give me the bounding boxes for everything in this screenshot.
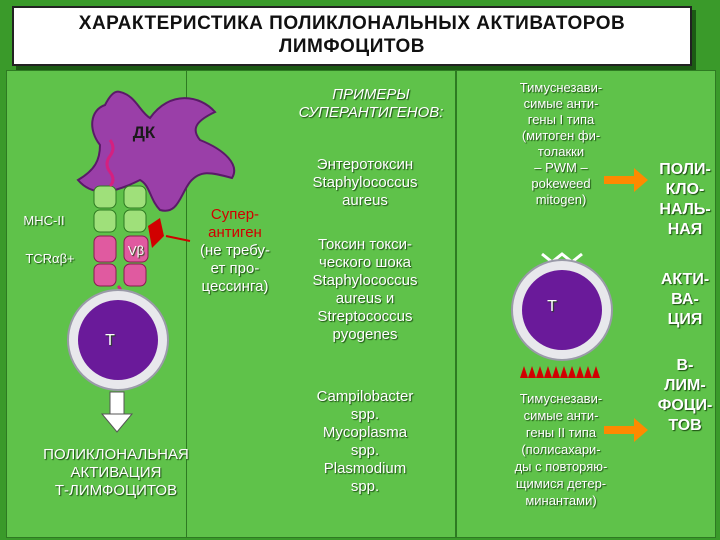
polysaccharide-antigen xyxy=(520,366,600,378)
type1-line-6: – PWM – xyxy=(534,160,588,175)
toxic-shock-line-2: ческого шока xyxy=(319,254,411,271)
side1-line-3: НАЛЬ- xyxy=(659,201,711,218)
activation-line-3: Т-ЛИМФОЦИТОВ xyxy=(54,482,178,499)
type1-antigens: Тимуснезави- симые анти- гены I типа (ми… xyxy=(494,80,628,208)
mhc-molecule-right-lower xyxy=(123,209,147,233)
arrow-type2-icon xyxy=(604,418,648,442)
dc-label: ДК xyxy=(132,123,156,142)
examples-heading-line-2: СУПЕРАНТИГЕНОВ: xyxy=(298,104,444,121)
example-enterotoxin: Энтеротоксин Staphylococcus aureus xyxy=(290,156,440,210)
t-cell-nucleus xyxy=(78,300,158,380)
t-cell-label: T xyxy=(105,332,115,349)
type2-line-2: симые анти- xyxy=(523,408,599,423)
superantigen-molecule xyxy=(148,218,164,248)
type2-line-5: ды с повторяю- xyxy=(514,459,608,474)
superantigen-line-3: (не требу- xyxy=(200,242,270,259)
type1-line-5: толакки xyxy=(537,144,585,159)
tcr-alpha-lower xyxy=(93,263,117,287)
side2-line-3: ЦИЯ xyxy=(667,311,703,328)
superantigen-line-4: ет про- xyxy=(210,260,260,277)
page-title: ХАРАКТЕРИСТИКА ПОЛИКЛОНАЛЬНЫХ АКТИВАТОРО… xyxy=(14,12,690,58)
type1-line-2: симые анти- xyxy=(523,96,599,111)
mhc-molecule-left xyxy=(93,185,117,209)
side1-line-1: ПОЛИ- xyxy=(659,161,711,178)
type2-line-7: минантами) xyxy=(525,493,597,508)
superantigen-pointer xyxy=(165,235,191,242)
mhc-molecule-left-lower xyxy=(93,209,117,233)
example-others: Campilobacter spp. Mycoplasma spp. Plasm… xyxy=(290,388,440,496)
superantigen-line-1: Супер- xyxy=(210,206,260,223)
examples-heading-line-1: ПРИМЕРЫ xyxy=(332,86,410,103)
examples-heading: ПРИМЕРЫ СУПЕРАНТИГЕНОВ: xyxy=(276,86,466,122)
enterotoxin-line-2: Staphylococcus xyxy=(312,174,418,191)
toxic-shock-line-5: Streptococcus xyxy=(317,308,413,325)
type1-line-1: Тимуснезави- xyxy=(519,80,603,95)
right-t-cell-label: T xyxy=(547,298,557,315)
type1-line-4: (митоген фи- xyxy=(521,128,601,143)
type2-line-3: гены II типа xyxy=(525,425,597,440)
toxic-shock-line-4: aureus и xyxy=(335,290,395,307)
side1-line-4: НАЯ xyxy=(667,221,703,238)
activation-arrow-head xyxy=(100,413,134,433)
side3-line-2: ЛИМ- xyxy=(664,377,706,394)
title-line-1: ХАРАКТЕРИСТИКА ПОЛИКЛОНАЛЬНЫХ АКТИВАТОРО… xyxy=(78,13,626,34)
side3-line-1: В- xyxy=(676,357,694,374)
type1-line-8: mitogen) xyxy=(535,192,587,207)
side3-line-4: ТОВ xyxy=(668,417,702,434)
vb-label: Vβ xyxy=(127,243,145,258)
others-line-2: spp. xyxy=(350,406,380,423)
title-box: ХАРАКТЕРИСТИКА ПОЛИКЛОНАЛЬНЫХ АКТИВАТОРО… xyxy=(12,6,692,66)
type2-line-6: щимися детер- xyxy=(515,476,607,491)
superantigen-line-2: антиген xyxy=(208,224,262,241)
toxic-shock-line-3: Staphylococcus xyxy=(312,272,418,289)
type1-line-3: гены I типа xyxy=(527,112,595,127)
membrane-anchor-top xyxy=(105,139,115,188)
type2-antigens: Тимуснезави- симые анти- гены II типа (п… xyxy=(494,390,628,509)
type2-line-4: (полисахари- xyxy=(521,442,601,457)
tcr-beta-lower xyxy=(123,263,147,287)
type2-line-1: Тимуснезави- xyxy=(519,391,603,406)
tcr-alpha-chain xyxy=(93,235,117,263)
activation-text: ПОЛИКЛОНАЛЬНАЯ АКТИВАЦИЯ Т-ЛИМФОЦИТОВ xyxy=(16,446,216,500)
arrow-type1-icon xyxy=(604,168,648,192)
activation-arrow-shaft xyxy=(109,391,125,415)
others-line-1: Campilobacter xyxy=(316,388,414,405)
toxic-shock-line-1: Токсин токси- xyxy=(317,236,413,253)
others-line-5: Plasmodium xyxy=(323,460,407,477)
toxic-shock-line-6: pyogenes xyxy=(332,326,398,343)
tcr-label: TCRαβ+ xyxy=(25,251,75,266)
receptor-top xyxy=(541,252,583,264)
mhc-label: MHC-II xyxy=(23,213,65,228)
activation-line-2: АКТИВАЦИЯ xyxy=(70,464,162,481)
superantigen-line-5: цессинга) xyxy=(201,278,269,295)
superantigen-label: Супер- антиген (не требу- ет про- цессин… xyxy=(186,206,284,296)
enterotoxin-line-1: Энтеротоксин xyxy=(316,156,414,173)
type1-line-7: pokeweed xyxy=(531,176,591,191)
side-block-2: АКТИ- ВА- ЦИЯ xyxy=(652,270,718,330)
mhc-molecule-right xyxy=(123,185,147,209)
right-t-cell-nucleus xyxy=(522,270,602,350)
dendritic-cell-shape xyxy=(76,90,235,212)
others-line-3: Mycoplasma xyxy=(322,424,408,441)
middle-panel xyxy=(186,70,456,538)
activation-line-1: ПОЛИКЛОНАЛЬНАЯ xyxy=(43,446,189,463)
side2-line-1: АКТИ- xyxy=(660,271,710,288)
example-toxic-shock: Токсин токси- ческого шока Staphylococcu… xyxy=(290,236,440,344)
side-block-3: В- ЛИМ- ФОЦИ- ТОВ xyxy=(652,356,718,436)
side2-line-2: ВА- xyxy=(671,291,699,308)
others-line-6: spp. xyxy=(350,478,380,495)
tcr-beta-chain xyxy=(123,235,149,263)
enterotoxin-line-3: aureus xyxy=(342,192,388,209)
side3-line-3: ФОЦИ- xyxy=(657,397,713,414)
side1-line-2: КЛО- xyxy=(665,181,705,198)
others-line-4: spp. xyxy=(350,442,380,459)
side-block-1: ПОЛИ- КЛО- НАЛЬ- НАЯ xyxy=(652,160,718,240)
title-line-2: ЛИМФОЦИТОВ xyxy=(279,36,425,57)
